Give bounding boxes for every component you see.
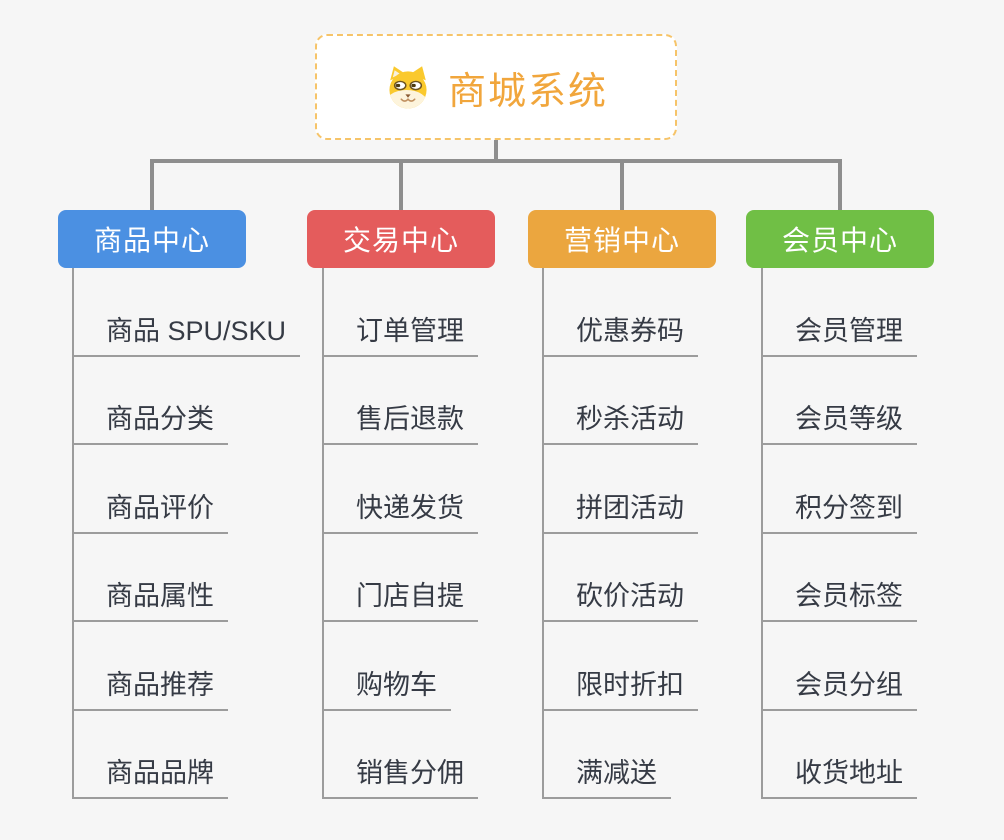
leaf-node[interactable]: 快递发货: [322, 445, 582, 534]
leaf-node[interactable]: 拼团活动: [542, 445, 802, 534]
leaf-node[interactable]: 积分签到: [761, 445, 1004, 534]
leaf-node[interactable]: 商品分类: [72, 357, 332, 445]
leaf-node[interactable]: 门店自提: [322, 534, 582, 622]
branch-column-members: 会员管理 会员等级 积分签到 会员标签 会员分组 收货地址: [761, 268, 1004, 799]
leaf-node[interactable]: 商品 SPU/SKU: [72, 268, 332, 357]
leaf-label: 商品推荐: [72, 669, 228, 711]
leaf-label: 收货地址: [761, 757, 917, 799]
connector-drop-members: [838, 159, 842, 212]
leaf-label: 限时折扣: [542, 669, 698, 711]
root-title: 商城系统: [447, 70, 608, 113]
leaf-label: 积分签到: [761, 492, 917, 534]
leaf-label: 快递发货: [322, 492, 478, 534]
branch-column-trade: 订单管理 售后退款 快递发货 门店自提 购物车 销售分佣: [322, 268, 582, 799]
leaf-label: 商品属性: [72, 580, 228, 622]
leaf-node[interactable]: 商品品牌: [72, 711, 332, 799]
leaf-node[interactable]: 优惠券码: [542, 268, 802, 357]
leaf-label: 优惠券码: [542, 315, 698, 357]
root-node[interactable]: 商城系统: [315, 34, 677, 140]
leaf-node[interactable]: 会员管理: [761, 268, 1004, 357]
leaf-node[interactable]: 限时折扣: [542, 622, 802, 711]
leaf-label: 订单管理: [322, 315, 478, 357]
leaf-node[interactable]: 商品属性: [72, 534, 332, 622]
dog-face-icon: [384, 64, 432, 110]
leaf-label: 门店自提: [322, 580, 478, 622]
leaf-node[interactable]: 销售分佣: [322, 711, 582, 799]
leaf-node[interactable]: 会员等级: [761, 357, 1004, 445]
connector-drop-trade: [399, 159, 403, 212]
leaf-node[interactable]: 商品评价: [72, 445, 332, 534]
connector-drop-marketing: [620, 159, 624, 212]
leaf-label: 商品 SPU/SKU: [72, 315, 301, 357]
leaf-node[interactable]: 会员分组: [761, 622, 1004, 711]
leaf-node[interactable]: 砍价活动: [542, 534, 802, 622]
leaf-label: 会员等级: [761, 403, 917, 445]
branch-header-trade-center[interactable]: 交易中心: [307, 210, 495, 268]
leaf-label: 商品评价: [72, 492, 228, 534]
branch-header-member-center[interactable]: 会员中心: [746, 210, 934, 268]
branch-header-product-center[interactable]: 商品中心: [58, 210, 246, 268]
branch-header-marketing-center[interactable]: 营销中心: [528, 210, 716, 268]
leaf-label: 售后退款: [322, 403, 478, 445]
leaf-node[interactable]: 秒杀活动: [542, 357, 802, 445]
leaf-node[interactable]: 满减送: [542, 711, 802, 799]
leaf-node[interactable]: 会员标签: [761, 534, 1004, 622]
leaf-label: 满减送: [542, 757, 671, 799]
leaf-label: 会员标签: [761, 580, 917, 622]
connector-drop-products: [150, 159, 154, 212]
leaf-label: 商品品牌: [72, 757, 228, 799]
leaf-label: 砍价活动: [542, 580, 698, 622]
branch-column-marketing: 优惠券码 秒杀活动 拼团活动 砍价活动 限时折扣 满减送: [542, 268, 802, 799]
leaf-label: 拼团活动: [542, 492, 698, 534]
leaf-node[interactable]: 售后退款: [322, 357, 582, 445]
leaf-node[interactable]: 购物车: [322, 622, 582, 711]
leaf-label: 销售分佣: [322, 757, 478, 799]
leaf-node[interactable]: 收货地址: [761, 711, 1004, 799]
leaf-label: 会员管理: [761, 315, 917, 357]
leaf-label: 商品分类: [72, 403, 228, 445]
branch-column-products: 商品 SPU/SKU 商品分类 商品评价 商品属性 商品推荐 商品品牌: [72, 268, 332, 799]
leaf-label: 购物车: [322, 669, 451, 711]
connector-root-stub: [494, 140, 498, 163]
leaf-node[interactable]: 订单管理: [322, 268, 582, 357]
leaf-label: 会员分组: [761, 669, 917, 711]
leaf-label: 秒杀活动: [542, 403, 698, 445]
connector-horizontal: [150, 159, 842, 163]
leaf-node[interactable]: 商品推荐: [72, 622, 332, 711]
